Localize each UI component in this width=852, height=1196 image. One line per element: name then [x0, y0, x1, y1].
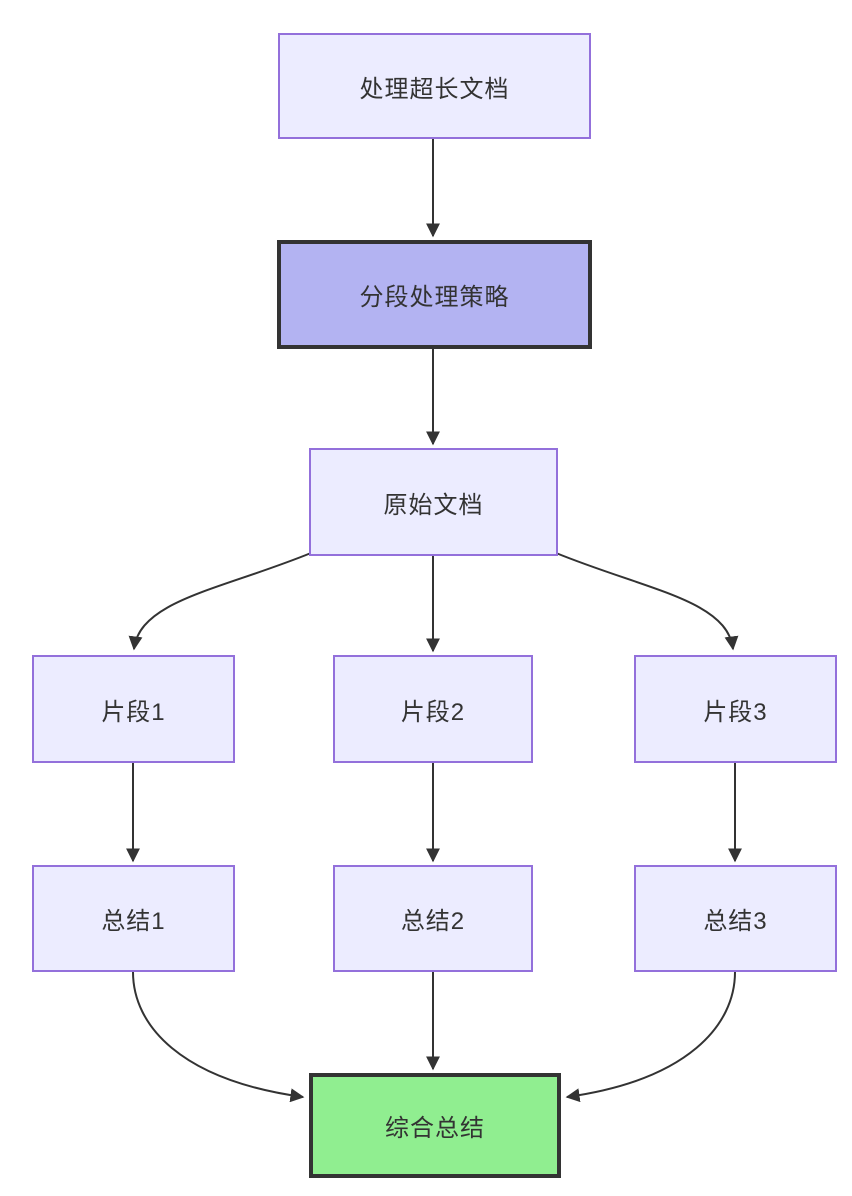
node-segment-3: 片段3 [634, 655, 837, 763]
node-combined-summary: 综合总结 [309, 1073, 561, 1178]
node-summary-3: 总结3 [634, 865, 837, 972]
node-segment-1: 片段1 [32, 655, 235, 763]
edge-summary3-final [565, 971, 736, 1103]
node-summary-1: 总结1 [32, 865, 235, 972]
edge-original-segment1 [128, 552, 312, 651]
node-segmentation-strategy: 分段处理策略 [277, 240, 592, 349]
node-original-document: 原始文档 [309, 448, 558, 556]
node-segment-2: 片段2 [333, 655, 533, 763]
edge-summary1-final [132, 971, 305, 1103]
node-summary-2: 总结2 [333, 865, 533, 972]
node-process-long-document: 处理超长文档 [278, 33, 591, 139]
edge-original-segment3 [555, 552, 739, 651]
